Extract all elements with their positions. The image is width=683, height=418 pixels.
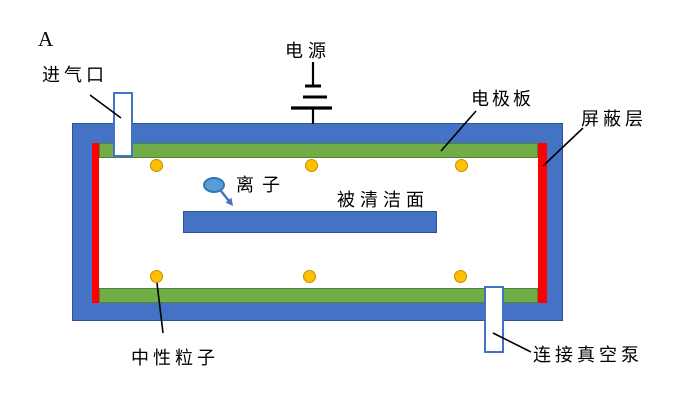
neutral-particle <box>454 270 467 283</box>
electrode-plate-top <box>99 143 538 158</box>
neutral-particle <box>150 270 163 283</box>
neutral-particle <box>303 270 316 283</box>
shielding-layer-left <box>92 143 99 303</box>
neutral-particle <box>455 159 468 172</box>
neutral-particle <box>305 159 318 172</box>
gas-inlet-label: 进气口 <box>42 65 108 85</box>
gas-inlet-port <box>113 92 133 157</box>
panel-label: A <box>38 27 54 51</box>
shielding-layer-label: 屏蔽层 <box>581 109 647 129</box>
cleaned-surface-label: 被清洁面 <box>337 190 429 210</box>
electrode-plate-label: 电极板 <box>471 89 534 109</box>
ion-label: 离子 <box>236 175 288 195</box>
power-supply-label: 电源 <box>285 41 331 61</box>
neutral-particle-label: 中性粒子 <box>131 348 219 368</box>
electrode-plate-bottom <box>99 288 538 303</box>
neutral-particle <box>150 159 163 172</box>
cleaned-surface-bar <box>183 211 437 233</box>
ion-dot <box>203 177 225 193</box>
vacuum-pump-port <box>484 286 504 353</box>
vacuum-pump-label: 连接真空泵 <box>533 345 643 365</box>
shielding-layer-right <box>538 143 547 303</box>
